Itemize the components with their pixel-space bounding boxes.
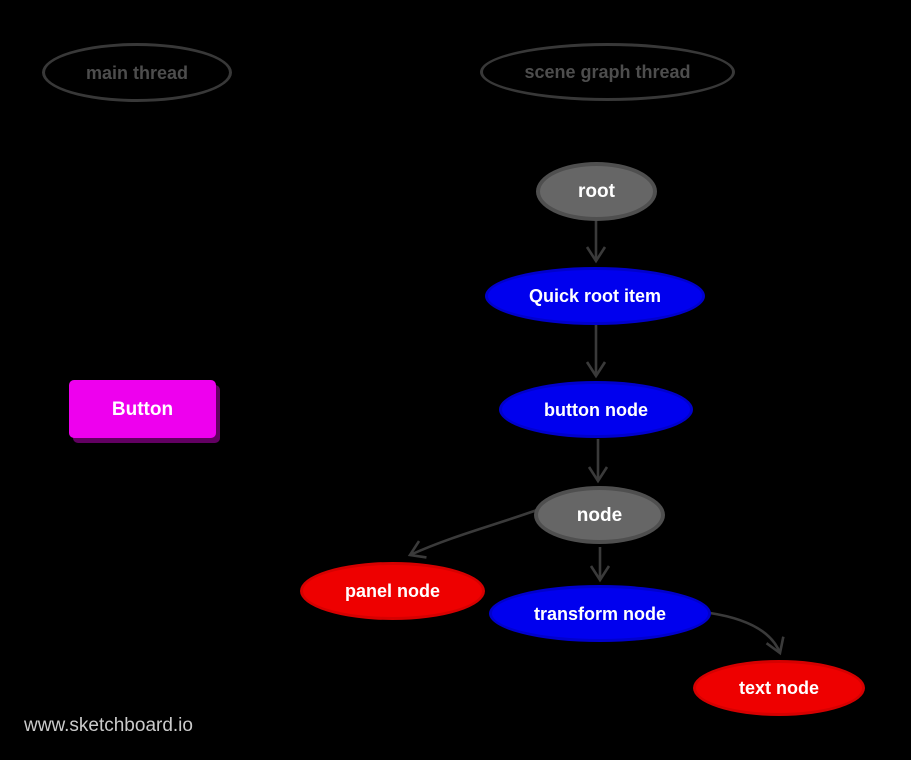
edge-node-to-panel-node [407, 508, 538, 559]
node-transform-node: transform node [489, 585, 711, 642]
main-thread-boundary: main thread [42, 43, 232, 102]
node-transform-node-label: transform node [533, 603, 666, 624]
node-root: root [536, 162, 657, 221]
edge-transform-node-to-text-node [709, 611, 785, 656]
sketchboard-watermark: www.sketchboard.io [24, 715, 193, 736]
button-widget-label: Button [111, 398, 174, 420]
node-quick-root-item: Quick root item [485, 267, 705, 325]
node-node-label: node [576, 504, 623, 526]
node-button-node: button node [499, 381, 693, 438]
node-text-node: text node [693, 660, 865, 716]
scene-graph-thread-label: scene graph thread [524, 62, 691, 82]
node-quick-root-item-label: Quick root item [528, 286, 662, 306]
node-panel-node-label: panel node [344, 581, 440, 601]
node-node: node [534, 486, 665, 544]
node-root-label: root [578, 181, 615, 202]
node-button-node-label: button node [544, 399, 648, 420]
scene-graph-thread-boundary: scene graph thread [480, 43, 735, 101]
node-panel-node: panel node [300, 562, 485, 620]
button-widget: Button [69, 380, 216, 438]
node-text-node-label: text node [738, 678, 819, 698]
main-thread-label: main thread [85, 62, 189, 83]
